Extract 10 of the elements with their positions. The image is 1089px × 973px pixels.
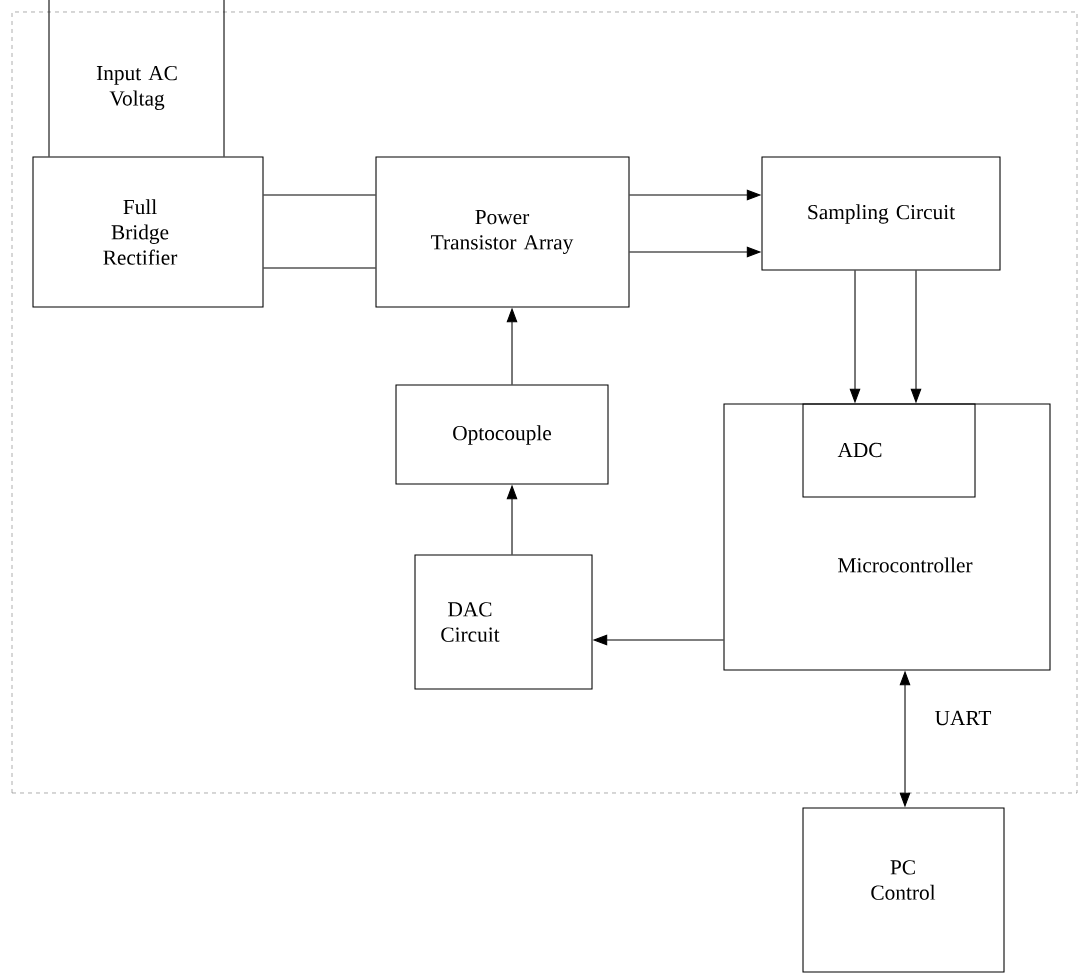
block-box: ADC: [802, 403, 976, 498]
block-box: Optocouple: [395, 384, 609, 485]
block-box: Sampling Circuit: [761, 156, 1001, 271]
block-box: DAC Circuit: [414, 554, 593, 690]
block-box: Power Transistor Array: [375, 156, 630, 308]
edge-label: UART: [933, 709, 993, 727]
block-box: Full Bridge Rectifier: [32, 156, 264, 308]
block-box: PC Control: [802, 807, 1005, 973]
boundary-box: [11, 11, 1078, 794]
input-label: Input AC Voltag: [96, 65, 177, 110]
